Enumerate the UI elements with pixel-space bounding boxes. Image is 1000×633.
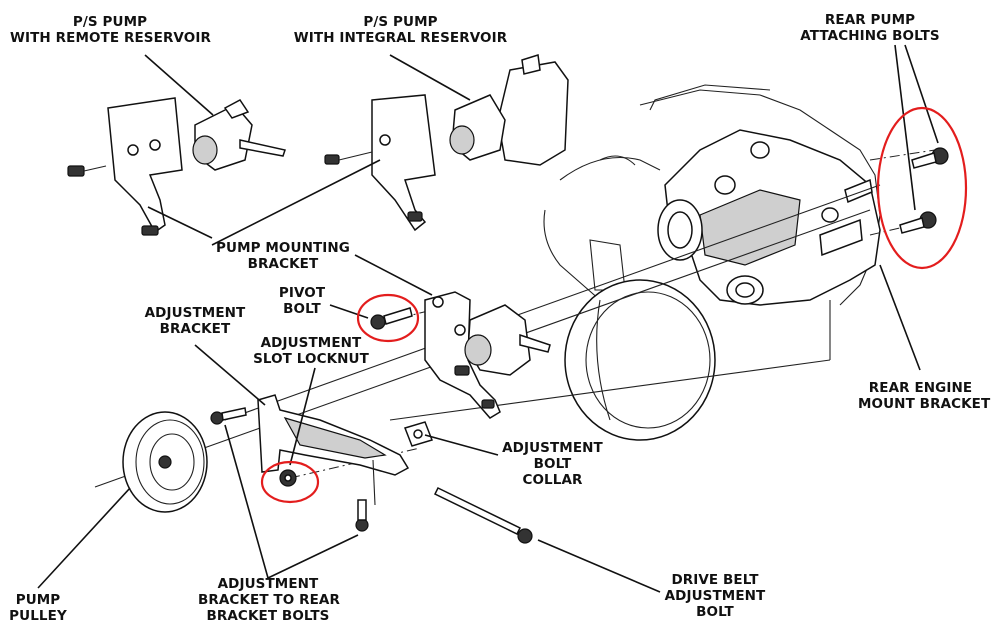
label-line: BRACKET: [247, 256, 319, 272]
label-line: ADJUSTMENT: [502, 440, 603, 456]
label-pump-pulley: PUMP PULLEY: [8, 592, 68, 624]
label-drive-belt-adjustment-bolt: DRIVE BELT ADJUSTMENT BOLT: [660, 572, 770, 620]
label-pump-mounting-bracket: PUMP MOUNTING BRACKET: [208, 240, 358, 272]
label-line: BOLT: [283, 301, 321, 317]
pivot-bolt: [370, 307, 413, 330]
highlight-adjustment-slot-locknut: [260, 460, 320, 504]
highlight-annotations: [260, 106, 968, 504]
label-rear-pump-attaching-bolts: REAR PUMP ATTACHING BOLTS: [790, 12, 950, 44]
label-line: BRACKET: [159, 321, 231, 337]
label-line: ATTACHING BOLTS: [800, 28, 940, 44]
label-line: BOLT: [533, 456, 572, 472]
adjustment-bracket: [257, 394, 410, 506]
label-line: P/S PUMP: [363, 14, 438, 30]
label-line: REAR ENGINE: [868, 380, 973, 396]
label-line: MOUNT BRACKET: [858, 396, 991, 412]
adjustment-slot-locknut: [279, 469, 297, 487]
label-ps-pump-integral-reservoir: P/S PUMP WITH INTEGRAL RESERVOIR: [288, 14, 513, 46]
adjustment-bracket-bolts: [210, 407, 369, 532]
label-line: BRACKET BOLTS: [206, 608, 330, 624]
label-line: ADJUSTMENT: [664, 588, 766, 604]
label-line: WITH INTEGRAL RESERVOIR: [293, 30, 508, 46]
ps-pump-remote-reservoir: [67, 97, 286, 236]
highlight-rear-pump-bolts: [876, 106, 968, 270]
label-line: COLLAR: [522, 472, 583, 488]
label-line: DRIVE BELT: [671, 572, 759, 588]
drive-belt-adjustment-bolt: [433, 487, 533, 544]
label-adjustment-bracket: ADJUSTMENT BRACKET: [140, 305, 250, 337]
label-rear-engine-mount-bracket: REAR ENGINE MOUNT BRACKET: [858, 380, 991, 412]
label-ps-pump-remote-reservoir: P/S PUMP WITH REMOTE RESERVOIR: [10, 14, 211, 46]
leader-lines: [37, 44, 939, 593]
label-line: P/S PUMP: [72, 14, 148, 30]
label-line: PULLEY: [9, 608, 67, 624]
label-line: SLOT LOCKNUT: [253, 351, 369, 367]
label-pivot-bolt: PIVOT BOLT: [272, 285, 332, 317]
label-adjustment-bolt-collar: ADJUSTMENT BOLT COLLAR: [495, 440, 610, 488]
rear-pump-attaching-bolts: [899, 147, 949, 234]
label-adjustment-slot-locknut: ADJUSTMENT SLOT LOCKNUT: [252, 335, 370, 367]
ps-pump-integral-reservoir: [324, 54, 569, 232]
rear-engine-mount-bracket: [657, 129, 881, 306]
label-line: REAR PUMP: [824, 12, 916, 28]
label-line: BRACKET TO REAR: [198, 592, 340, 608]
label-line: ADJUSTMENT: [260, 335, 362, 351]
label-line: PUMP MOUNTING: [216, 240, 350, 256]
label-line: PIVOT: [278, 285, 326, 301]
power-steering-pump: [454, 304, 551, 409]
highlight-pivot-bolt: [356, 293, 420, 343]
label-line: PUMP: [15, 592, 61, 608]
label-line: ADJUSTMENT: [144, 305, 246, 321]
label-adjustment-bracket-to-rear-bracket-bolts: ADJUSTMENT BRACKET TO REAR BRACKET BOLTS: [198, 576, 340, 624]
pump-pulley: [122, 411, 208, 513]
label-line: ADJUSTMENT: [217, 576, 319, 592]
adjustment-bolt-collar: [404, 421, 433, 447]
label-line: BOLT: [696, 604, 734, 620]
pump-mounting-bracket: [424, 291, 501, 419]
engine-pulley: [564, 279, 716, 441]
label-line: WITH REMOTE RESERVOIR: [10, 30, 211, 46]
